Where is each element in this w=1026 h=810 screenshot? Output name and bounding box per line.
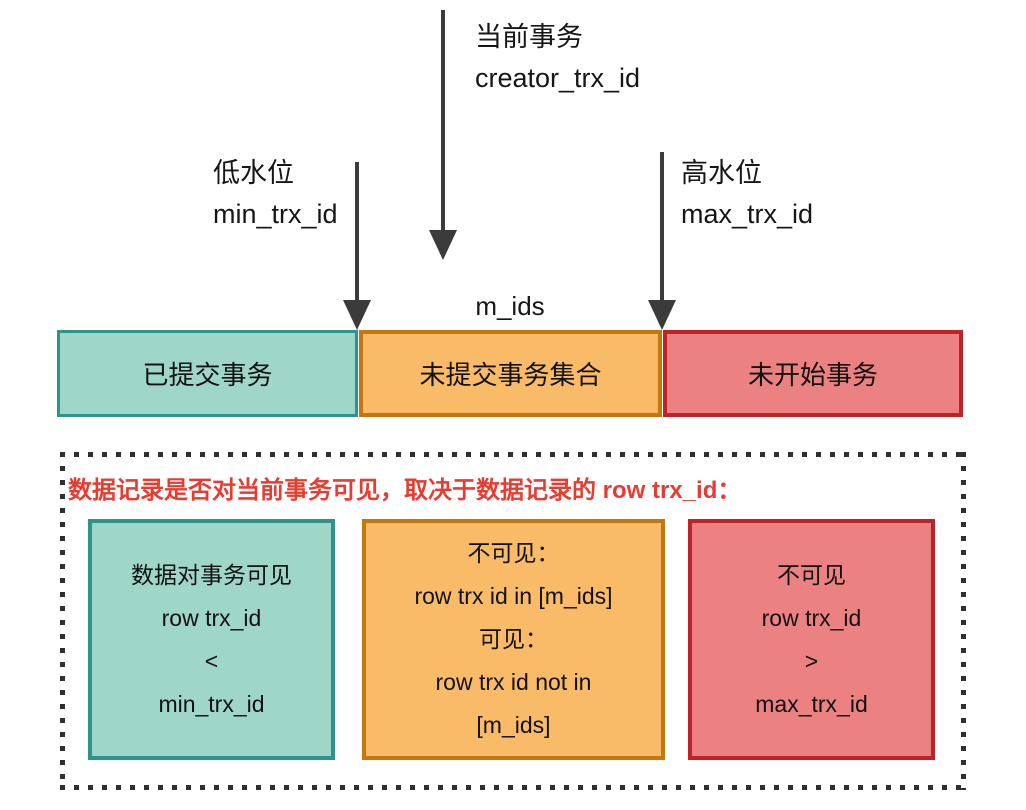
max-trx-label-cn: 高水位 — [681, 158, 762, 188]
bar-segment-uncommitted-set-label: 未提交事务集合 — [419, 360, 602, 390]
visibility-box-not-started-line: max_trx_id — [755, 690, 868, 717]
m-ids-label: m_ids — [475, 291, 545, 321]
visibility-box-active-set-line: 不可见： — [467, 540, 560, 566]
visibility-box-active-set-line: row trx id not in — [435, 669, 592, 695]
visibility-box-not-started-line: row trx_id — [761, 604, 862, 631]
bar-segment-committed: 已提交事务 — [57, 330, 358, 417]
panel-border-top — [60, 452, 966, 457]
max-trx-label: 高水位 max_trx_id — [681, 153, 813, 235]
min-trx-label-cn: 低水位 — [213, 158, 294, 188]
visibility-box-committed-line: min_trx_id — [158, 690, 265, 717]
min-trx-arrow-head-icon — [343, 300, 371, 330]
min-trx-label-en: min_trx_id — [213, 199, 338, 229]
bar-segment-committed-label: 已提交事务 — [142, 360, 273, 390]
visibility-box-active-set: 不可见： row trx id in [m_ids] 可见： row trx i… — [362, 519, 665, 760]
bar-segment-not-started-label: 未开始事务 — [747, 360, 878, 390]
panel-border-right — [961, 452, 966, 790]
max-trx-label-en: max_trx_id — [681, 199, 814, 229]
visibility-box-committed-line: row trx_id — [161, 604, 262, 631]
visibility-box-active-set-line: [m_ids] — [476, 712, 551, 738]
max-trx-arrow-head-icon — [648, 300, 676, 330]
visibility-box-committed: 数据对事务可见 row trx_id < min_trx_id — [88, 519, 335, 760]
visibility-box-not-started-line: 不可见 — [777, 561, 846, 588]
creator-trx-label-en: creator_trx_id — [475, 63, 641, 93]
visibility-box-not-started: 不可见 row trx_id > max_trx_id — [688, 519, 935, 760]
visibility-box-committed-line: 数据对事务可见 — [131, 561, 292, 588]
visibility-box-active-set-line: 可见： — [479, 626, 548, 652]
min-trx-label: 低水位 min_trx_id — [213, 153, 338, 235]
panel-border-left — [60, 452, 65, 790]
visibility-panel — [60, 452, 966, 790]
creator-trx-label-cn: 当前事务 — [475, 22, 583, 52]
visibility-box-not-started-line: > — [804, 647, 819, 674]
creator-trx-arrow-line — [441, 10, 445, 232]
visibility-box-active-set-line: row trx id in [m_ids] — [414, 583, 613, 609]
min-trx-arrow-line — [355, 162, 359, 302]
creator-trx-label: 当前事务 creator_trx_id — [475, 17, 640, 99]
max-trx-arrow-line — [660, 152, 664, 302]
panel-border-bottom — [60, 785, 966, 790]
creator-trx-arrow-head-icon — [429, 230, 457, 260]
visibility-panel-title: 数据记录是否对当前事务可见，取决于数据记录的 row trx_id： — [68, 477, 742, 504]
bar-segment-uncommitted-set: 未提交事务集合 — [359, 330, 662, 417]
visibility-box-committed-line: < — [204, 647, 219, 674]
bar-segment-not-started: 未开始事务 — [663, 330, 963, 417]
